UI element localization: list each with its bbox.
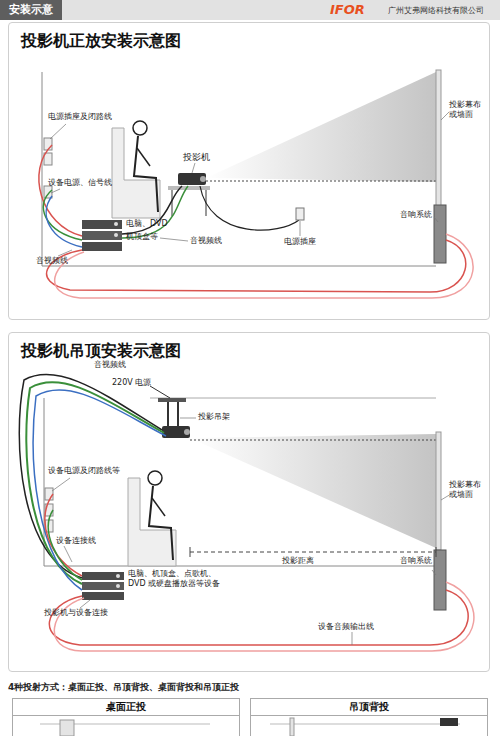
cable-label: 设备连接线 (56, 536, 126, 546)
room-ceiling (19, 374, 474, 651)
panel-title: 投影机正放安装示意图 (21, 31, 181, 51)
callout-label: 投影机 (183, 152, 233, 163)
cable-label: 音视频线 (190, 236, 250, 246)
callout-label: 音响系统 (400, 210, 440, 220)
callout-label: 设备电源、信号线 (48, 178, 158, 188)
callout-label: 电脑、DVD (126, 219, 186, 229)
mode-box: 吊顶背投 (250, 698, 488, 736)
callout-label: 投影幕布 或墙面 (449, 100, 489, 120)
cable-label: 设备音频输出线 (318, 622, 418, 632)
company-name: 广州艾弗网络科技有限公司 (388, 5, 484, 16)
dimension-label: 投影距离 (282, 556, 342, 566)
callout-label: 电源插座及闭路线 (48, 112, 158, 122)
room-desk (39, 70, 473, 298)
cable-label: 音视频线 (94, 360, 154, 370)
mode-box: 桌面正投 (12, 698, 240, 736)
callout-label: 220V 电源 (112, 378, 182, 388)
callout-label: 机顶盒等 (126, 232, 186, 242)
section-caption: 4种投射方式：桌面正投、吊顶背投、桌面背投和吊顶正投 (8, 682, 498, 693)
callout-label: 电源插座 (284, 237, 344, 247)
callout-label: 设备电源及闭路线等 (48, 466, 168, 476)
header-band: 安装示意 IFOR 广州艾弗网络科技有限公司 (0, 0, 500, 20)
callout-label: 投影幕布 或墙面 (449, 480, 489, 500)
callout-label: 投影吊架 (198, 412, 258, 422)
callout-label: 电脑、机顶盒、点歌机、 DVD 或硬盘播放器等设备 (128, 569, 232, 589)
mini-sketches (40, 718, 460, 736)
cable-label: 音视频线 (36, 256, 96, 266)
callout-label: 音响系统 (400, 556, 440, 566)
box-title: 吊顶背投 (251, 699, 487, 716)
panel-title: 投影机吊顶安装示意图 (21, 341, 181, 361)
section-tab: 安装示意 (0, 0, 62, 20)
box-title: 桌面正投 (13, 699, 239, 716)
cable-label: 投影机与设备连接 (44, 608, 144, 618)
brand-logo: IFOR (330, 2, 365, 18)
